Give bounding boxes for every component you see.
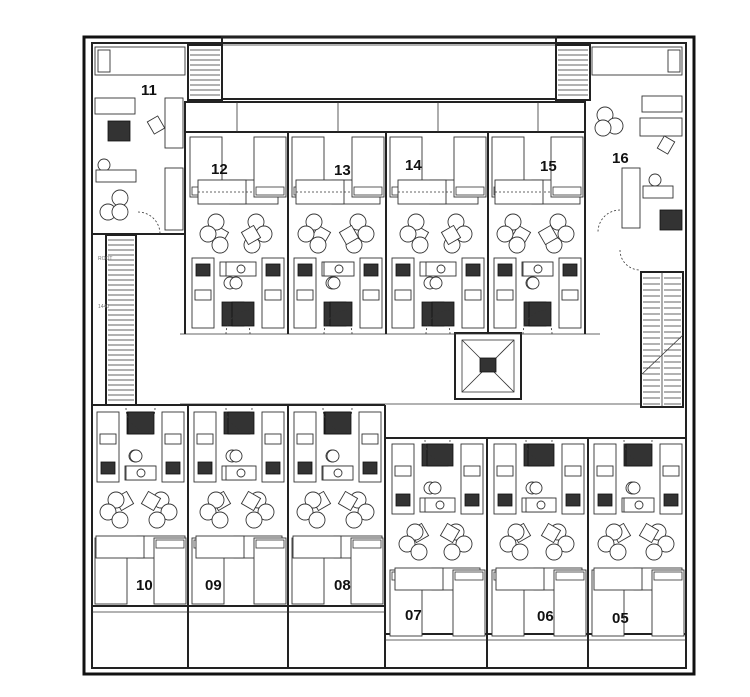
- room-fixture-group: [397, 136, 487, 335]
- room-09-label: 09: [205, 577, 222, 594]
- room-fixture-group: [95, 407, 187, 605]
- room-12-label: 12: [211, 161, 228, 178]
- room-16-fixtures: [591, 46, 683, 271]
- room-fixture-group: [292, 407, 384, 605]
- room-fixture-group: [295, 136, 385, 335]
- room-15-label: 15: [540, 158, 557, 175]
- stair-left: ROOT 1440: [98, 234, 137, 406]
- room-fixture-group: [197, 136, 287, 335]
- elevator: [454, 332, 522, 400]
- room-11-fixtures: [94, 46, 186, 235]
- room-08-label: 08: [334, 577, 351, 594]
- room-10-label: 10: [136, 577, 153, 594]
- room-14-label: 14: [405, 157, 422, 174]
- room-06-label: 06: [537, 608, 554, 625]
- building-inner-outline: [91, 42, 687, 669]
- room-07-label: 07: [405, 607, 422, 624]
- room-13-label: 13: [334, 162, 351, 179]
- room-11-label: 11: [141, 82, 157, 99]
- room-fixture-group: [394, 439, 486, 637]
- room-16-label: 16: [612, 150, 629, 167]
- upper-room-band: [184, 101, 586, 334]
- stair-top-right: [555, 44, 591, 101]
- stair-top-left: [187, 44, 223, 101]
- room-fixture-group: [593, 439, 685, 637]
- stair-annotation-mid: 1440: [98, 304, 109, 310]
- room-fixture-group: [495, 439, 587, 637]
- room-fixture-group: [195, 407, 287, 605]
- room-05-label: 05: [612, 610, 629, 627]
- lower-room-band: [92, 404, 686, 668]
- room-fixture-group: [494, 136, 584, 335]
- room-fixture-group: [591, 439, 683, 637]
- light-well: [221, 36, 557, 100]
- stair-annotation-top: ROOT: [98, 256, 112, 262]
- stair-right: [640, 271, 684, 408]
